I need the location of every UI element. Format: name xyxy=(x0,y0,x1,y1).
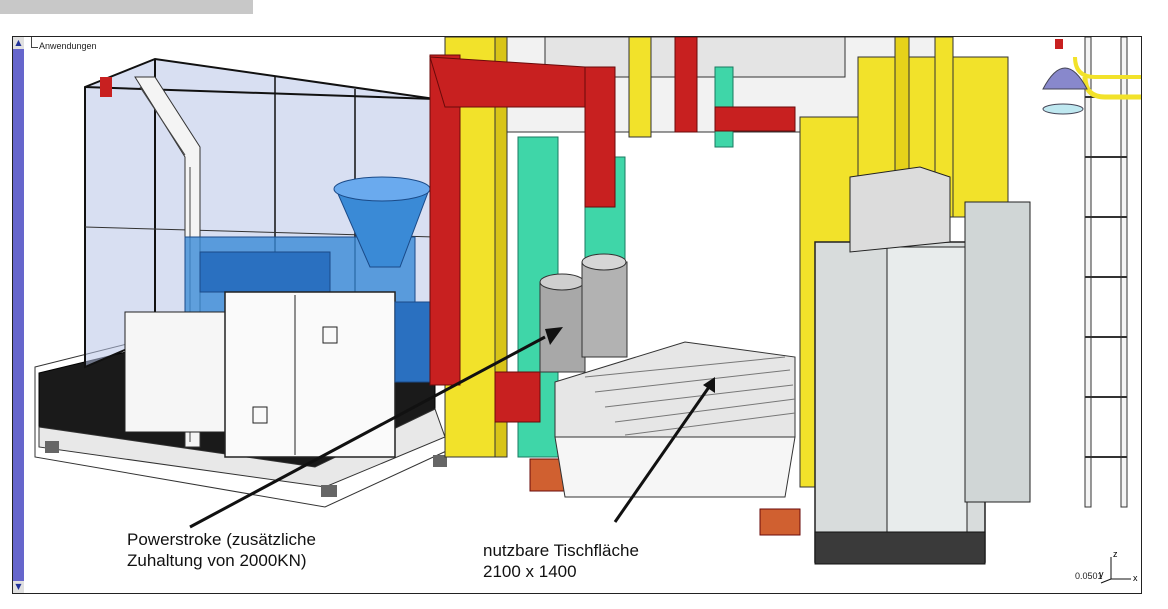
axis-x-label: x xyxy=(1133,573,1138,583)
axis-triad-icon xyxy=(1100,557,1131,584)
control-cabinet-cage xyxy=(124,291,436,458)
axis-y-label: y xyxy=(1099,569,1104,579)
tree-label-anwendungen: Anwendungen xyxy=(39,41,97,51)
scroll-down-arrow-icon[interactable]: ▼ xyxy=(13,581,24,593)
annotation-powerstroke-line1: Powerstroke (zusätzliche xyxy=(127,530,316,549)
annotation-powerstroke: Powerstroke (zusätzliche Zuhaltung von 2… xyxy=(127,529,427,571)
press-table xyxy=(554,341,796,498)
spec-tree-node[interactable]: Anwendungen xyxy=(31,37,131,53)
press-3d-model[interactable] xyxy=(25,37,1141,593)
annotation-tisch-line2: 2100 x 1400 xyxy=(483,562,577,581)
annotation-powerstroke-line2: Zuhaltung von 2000KN) xyxy=(127,551,307,570)
axis-z-label: z xyxy=(1113,549,1118,559)
scroll-up-arrow-icon[interactable]: ▲ xyxy=(13,37,24,49)
annotation-tischflaeche: nutzbare Tischfläche 2100 x 1400 xyxy=(483,540,743,582)
powerstroke-cylinders xyxy=(539,253,628,373)
access-ladder xyxy=(1073,37,1141,508)
red-hydraulic-piping xyxy=(429,37,801,536)
electrical-cabinet-right xyxy=(814,166,1031,565)
axis-triad: z x y 0.0501 xyxy=(1071,549,1141,589)
compass-widget-icon[interactable] xyxy=(1042,39,1088,115)
axis-scale-value: 0.0501 xyxy=(1075,571,1103,581)
annotation-arrows xyxy=(189,327,715,529)
cad-viewport[interactable]: ▲ ▼ Anwendungen xyxy=(12,36,1142,594)
title-bar-fragment xyxy=(0,0,253,14)
vertical-scrollbar[interactable]: ▲ ▼ xyxy=(13,37,24,593)
annotation-tisch-line1: nutzbare Tischfläche xyxy=(483,541,639,560)
tree-connector-icon xyxy=(31,37,38,48)
